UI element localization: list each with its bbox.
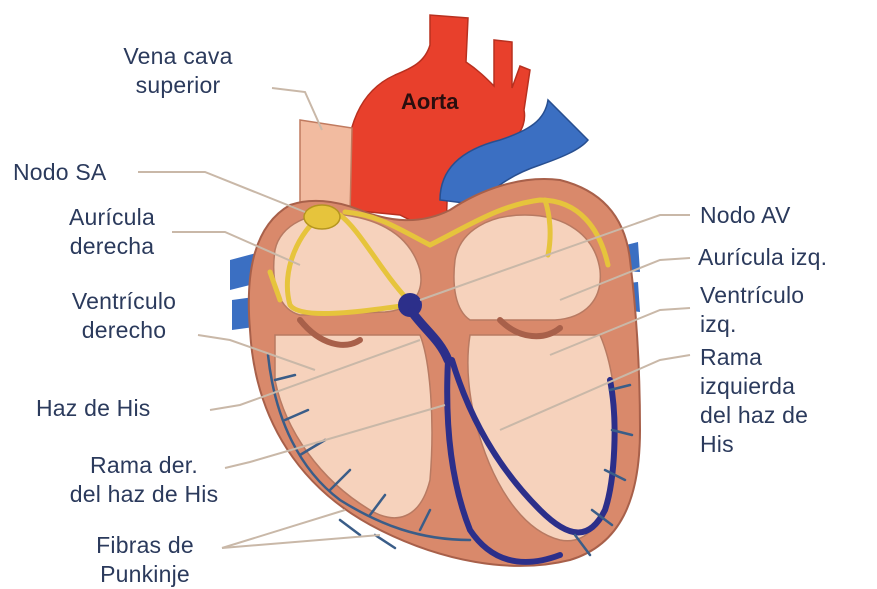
- rama-der-label: Rama der. del haz de His: [44, 451, 244, 509]
- right-ventricle-chamber: [275, 335, 432, 518]
- ventriculo-izq-label: Ventrículo izq.: [700, 281, 804, 339]
- rama-izq-label: Rama izquierda del haz de His: [700, 343, 808, 459]
- nodo-sa-label: Nodo SA: [13, 158, 106, 187]
- sa-node: [304, 205, 340, 229]
- haz-de-his-label: Haz de His: [36, 394, 150, 423]
- nodo-av-label: Nodo AV: [700, 201, 790, 230]
- vena-cava-label: Vena cava superior: [98, 42, 258, 100]
- auricula-derecha-label: Aurícula derecha: [48, 203, 176, 261]
- fibras-label: Fibras de Punkinje: [70, 531, 220, 589]
- ventriculo-derecho-label: Ventrículo derecho: [50, 287, 198, 345]
- aorta-label: Aorta: [401, 89, 458, 115]
- left-atrium-chamber: [454, 215, 600, 320]
- auricula-izq-label: Aurícula izq.: [698, 243, 827, 272]
